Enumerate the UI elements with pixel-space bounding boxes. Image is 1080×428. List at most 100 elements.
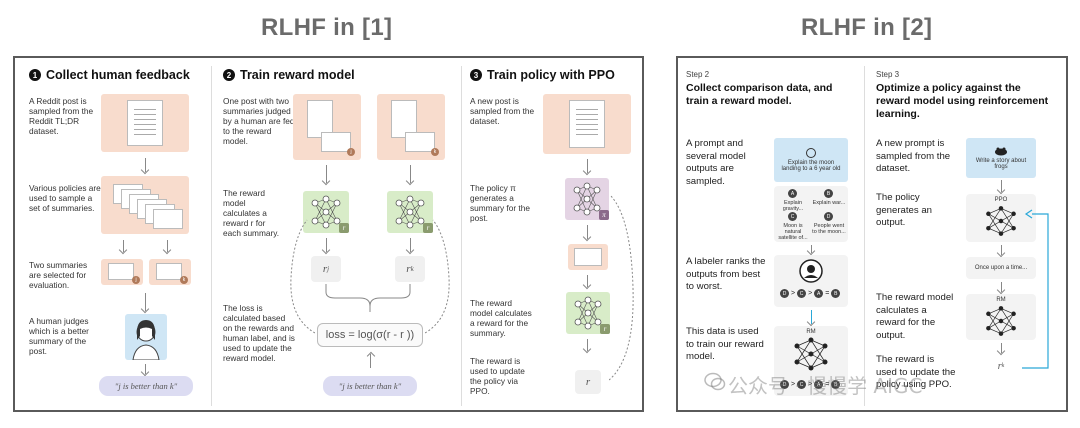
step1-desc-d: A human judges which is a better summary… — [29, 316, 89, 356]
summaries-box — [101, 176, 189, 234]
step1-desc-b: Various policies are used to sample a se… — [29, 183, 101, 213]
step2-label: Step 2 — [686, 70, 710, 79]
ranking-row: D > C > A = B — [780, 380, 841, 389]
labeler-box: D > C > A = B — [774, 255, 848, 307]
neural-net-icon — [395, 195, 425, 229]
arrow-down-icon — [145, 158, 146, 172]
arrow-down-icon — [145, 364, 146, 374]
neural-net-icon — [986, 206, 1016, 236]
summary-j-doc-icon — [108, 263, 134, 280]
reward-model-k-box: r — [387, 191, 433, 233]
step3-desc-d: The reward is used to update the policy … — [470, 356, 525, 396]
option-c-text: Moon is natural satellite of... — [778, 223, 808, 241]
arrow-down-icon — [123, 240, 124, 252]
ppo-feedback-arrow-icon — [1022, 209, 1049, 369]
arrow-down-icon — [587, 339, 588, 351]
reward-rk-symbol: r — [406, 263, 411, 275]
arrow-down-icon — [145, 293, 146, 311]
rm-label: RM — [806, 329, 816, 335]
rm-label: RM — [996, 297, 1006, 303]
step3-label: Step 3 — [876, 70, 900, 79]
arrow-down-icon — [1001, 282, 1002, 292]
badge-k: k — [180, 276, 188, 284]
option-d-text: People went to the moon... — [812, 223, 846, 235]
post-doc-icon — [391, 100, 417, 138]
reward-rj-symbol: r — [322, 263, 328, 275]
new-post-box — [543, 94, 631, 154]
summary-doc-icon — [153, 209, 183, 229]
neural-net-icon — [986, 306, 1016, 336]
step2-desc-a: One post with two summaries judged by a … — [223, 96, 295, 146]
new-post-doc-icon — [569, 100, 605, 148]
rank-item: A — [814, 380, 824, 389]
step3-desc-d: The reward is used to update the policy … — [876, 354, 956, 390]
post-doc-icon — [307, 100, 333, 138]
step1-header: 1 Collect human feedback — [29, 68, 190, 82]
summary-doc-icon — [574, 248, 602, 266]
reddit-post-doc-icon — [127, 100, 163, 146]
reward-model-box: r — [566, 292, 610, 334]
step3-reward-rk-symbol: r — [997, 360, 1002, 372]
option-c-badge: C — [788, 212, 797, 221]
generated-summary-box — [568, 244, 608, 270]
summary-k-doc-icon — [156, 263, 182, 280]
reward-r-badge: r — [339, 223, 349, 233]
rank-operator: = — [825, 381, 830, 388]
rank-operator: = — [825, 290, 830, 297]
arrow-down-icon — [326, 238, 327, 252]
wechat-logo-icon — [704, 372, 726, 391]
step2-desc-c: This data is used to train our reward mo… — [686, 326, 764, 362]
arrow-down-icon — [1001, 180, 1002, 192]
badge-k: k — [431, 148, 439, 156]
step2-desc-b: A labeler ranks the outputs from best to… — [686, 256, 766, 292]
step2-desc-c: The loss is calculated based on the rewa… — [223, 303, 295, 363]
step2-desc-a: A prompt and several model outputs are s… — [686, 138, 746, 187]
rank-item: C — [797, 289, 807, 298]
arrow-down-icon — [811, 310, 812, 324]
step3-desc-a: A new prompt is sampled from the dataset… — [876, 138, 951, 174]
reward-rk-subscript: k — [410, 265, 414, 273]
step3-desc-c: The reward model calculates a reward for… — [470, 298, 532, 338]
ppo-policy-box: PPO — [966, 194, 1036, 242]
option-a-text: Explain gravity... — [782, 200, 804, 212]
rank-item: A — [814, 289, 824, 298]
rank-item: C — [797, 380, 807, 389]
update-loop-arrow-icon — [290, 219, 315, 334]
option-d-badge: D — [824, 212, 833, 221]
loss-formula-box: loss = log(σ(r - r )) — [317, 323, 423, 347]
step2-header: 2 Train reward model — [223, 68, 355, 82]
rank-item: D — [780, 289, 789, 298]
step3-prompt-box: Write a story about frogs — [966, 138, 1036, 178]
right-diagram-frame: Step 2 Collect comparison data, and trai… — [676, 56, 1068, 412]
option-b-text: Explain war... — [812, 200, 846, 206]
arrow-down-icon — [811, 245, 812, 253]
divider — [864, 66, 865, 406]
step2-title: Collect comparison data, and train a rew… — [686, 82, 833, 107]
step3-title: Optimize a policy against the reward mod… — [876, 82, 1049, 120]
reward-r-badge: r — [600, 324, 610, 334]
update-loop-arrow-icon — [425, 219, 450, 334]
human-avatar-icon — [132, 320, 160, 361]
arrow-down-icon — [1001, 343, 1002, 353]
moon-icon — [806, 148, 816, 158]
arrow-down-icon — [410, 165, 411, 183]
option-b-badge: B — [824, 189, 833, 198]
rank-operator: > — [791, 290, 796, 297]
rank-item: B — [831, 289, 841, 298]
step3-title: Train policy with PPO — [487, 68, 615, 82]
summary-k-box: k — [149, 259, 191, 285]
arrow-down-icon — [167, 240, 168, 252]
policy-pi-badge: π — [599, 210, 609, 220]
rank-item: B — [831, 380, 841, 389]
arrow-down-icon — [587, 159, 588, 173]
arrow-down-icon — [587, 225, 588, 239]
step3-reward-model-box: RM — [966, 294, 1036, 340]
summary-j-box: j — [101, 259, 143, 285]
rank-item: D — [780, 380, 789, 389]
post-summary-k-box: k — [377, 94, 445, 160]
step3-desc-b: The policy π generates a summary for the… — [470, 183, 530, 223]
reward-r-badge: r — [423, 223, 433, 233]
step1-desc-a: A Reddit post is sampled from the Reddit… — [29, 96, 94, 136]
arrow-down-icon — [1001, 245, 1002, 255]
